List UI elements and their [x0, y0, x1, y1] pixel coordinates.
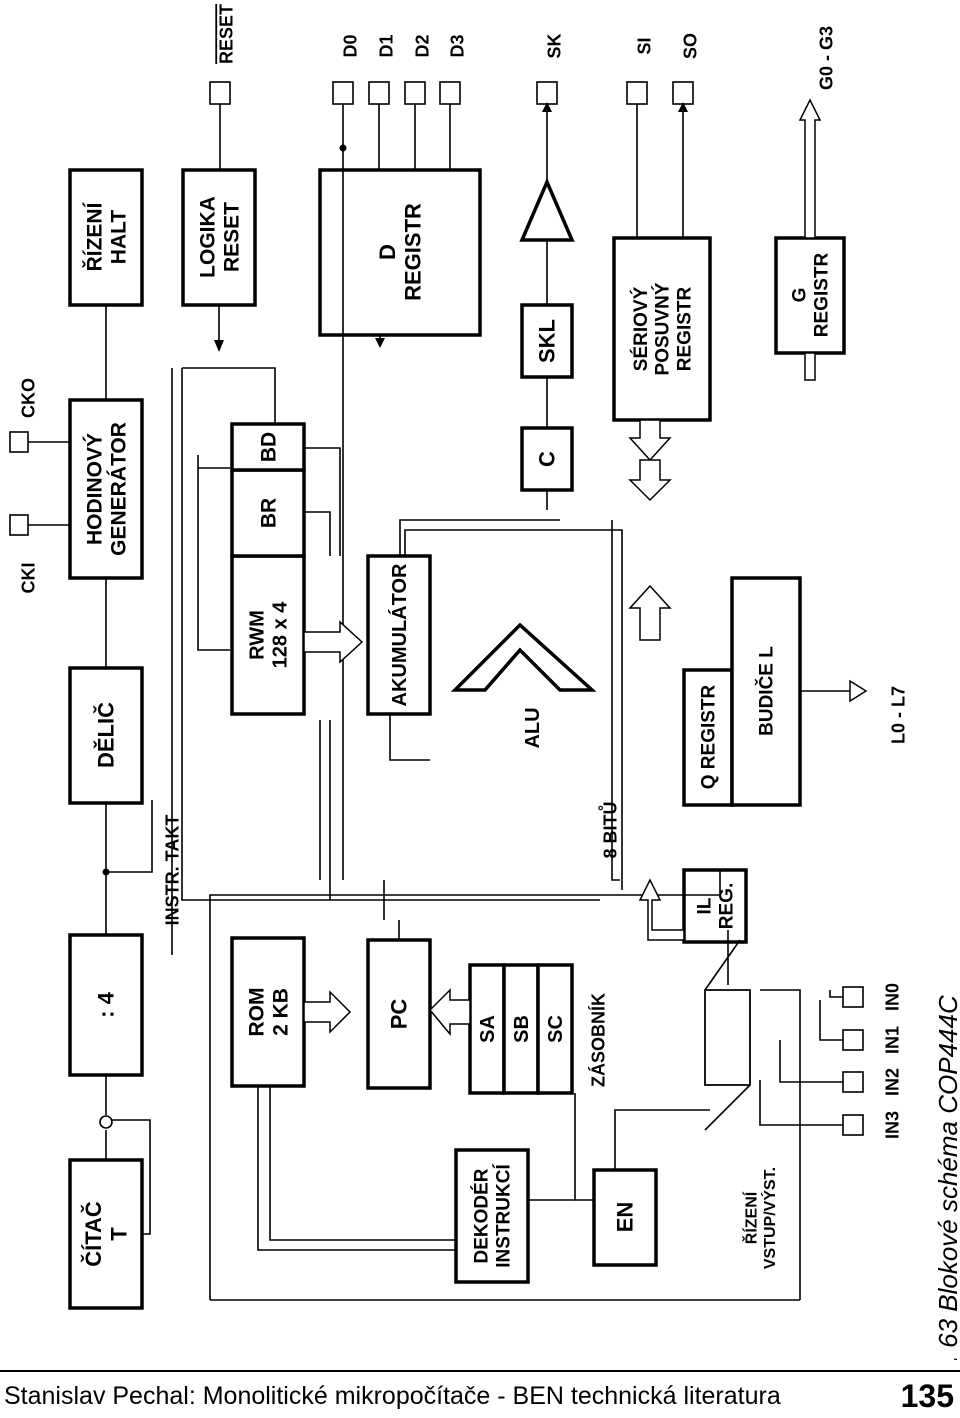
il-register-label: ILREG. — [695, 883, 738, 929]
skl-label: SKL — [535, 319, 560, 363]
d3-pad — [439, 81, 461, 105]
decoder-block: DEKODÉRINSTRUKCÍ — [454, 1148, 530, 1284]
stack-sc-block: SC — [536, 963, 574, 1095]
shift-register-block: SÉRIOVÝPOSUVNÝREGISTR — [612, 236, 712, 422]
cki-pad — [9, 514, 29, 536]
input-mux-shape — [704, 989, 751, 1086]
cko-label: CKO — [18, 378, 38, 418]
l-drivers-label: BUDIČE L — [756, 646, 778, 736]
in0-label: IN0 — [882, 983, 902, 1011]
en-block: EN — [592, 1168, 658, 1267]
bd-register-block: BD — [230, 422, 306, 472]
decoder-label: DEKODÉRINSTRUKCÍ — [471, 1164, 515, 1268]
divider-4-label: : 4 — [94, 991, 119, 1017]
d3-label: D3 — [447, 34, 467, 57]
figure-caption: Obr. 63 Blokové schéma COP444C — [933, 995, 960, 1360]
d-register-block: DREGISTR — [318, 168, 482, 337]
in2-pad — [842, 1071, 864, 1093]
instr-takt-label: INSTR. TAKT — [162, 815, 182, 926]
l-drivers-block: BUDIČE L — [730, 576, 802, 807]
divider-4-block: : 4 — [68, 933, 144, 1077]
stack-sb-label: SB — [511, 1015, 533, 1043]
footer-rule — [0, 1370, 960, 1372]
d0-label: D0 — [340, 34, 360, 57]
bits8-label: 8 BITŮ — [598, 801, 620, 858]
rwm-label: RWM128 x 4 — [247, 601, 292, 669]
in0-pad — [842, 986, 864, 1008]
rwm-block: RWM128 x 4 — [230, 554, 306, 716]
skl-block: SKL — [520, 303, 574, 379]
l-bus-label: L0 - L7 — [888, 686, 908, 744]
footer-citation: Stanislav Pechal: Monolitické mikropočít… — [4, 1382, 781, 1410]
clock-generator-block: HODINOVÝGENERÁTOR — [68, 398, 144, 580]
stack-sc-label: SC — [545, 1015, 567, 1043]
si-pad — [626, 81, 648, 105]
sk-driver-triangle — [519, 177, 575, 242]
rom-block: ROM2 KB — [230, 936, 306, 1088]
halt-control-label: ŘÍZENÍHALT — [82, 201, 130, 271]
in3-label: IN3 — [882, 1111, 902, 1139]
reset-logic-block: LOGIKARESET — [181, 168, 257, 307]
carry-label: C — [535, 451, 560, 467]
divider-label: DĚLIČ — [94, 702, 119, 768]
si-label: SI — [634, 37, 654, 54]
reset-pin-label: RESET — [216, 4, 236, 64]
reset-logic-label: LOGIKARESET — [196, 196, 243, 278]
q-register-label: Q REGISTR — [699, 684, 720, 789]
reset-pad — [209, 81, 231, 105]
block-diagram: ČÍTAČT : 4 DĚLIČ HODINOVÝGENERÁTOR ŘÍZEN… — [9, 4, 960, 1360]
stack-sa-block: SA — [468, 963, 506, 1095]
alu-shape — [450, 622, 597, 692]
pc-block: PC — [366, 938, 432, 1090]
g-bus-label: G0 - G3 — [816, 26, 836, 90]
so-label: SO — [680, 33, 700, 59]
d1-pad — [368, 81, 390, 105]
accumulator-label: AKUMULÁTOR — [388, 563, 411, 707]
d2-pad — [404, 81, 426, 105]
buses — [303, 98, 868, 1037]
d-register-label: DREGISTR — [375, 203, 425, 301]
counter-t-block: ČÍTAČT — [68, 1158, 144, 1310]
q-register-block: Q REGISTR — [682, 668, 734, 807]
rom-label: ROM2 KB — [245, 988, 292, 1037]
d0-pad — [332, 81, 354, 105]
br-register-block: BR — [230, 468, 306, 558]
d2-label: D2 — [412, 34, 432, 57]
clock-generator-label: HODINOVÝGENERÁTOR — [82, 422, 130, 556]
sk-label: SK — [544, 33, 564, 58]
in1-label: IN1 — [882, 1026, 902, 1054]
cko-pad — [9, 431, 29, 453]
in3-pad — [842, 1114, 864, 1136]
il-register-block: ILREG. — [682, 868, 748, 944]
in1-pad — [842, 1029, 864, 1051]
cki-label: CKI — [18, 563, 38, 594]
connections — [28, 102, 850, 1301]
g-register-block: GREGISTR — [774, 236, 846, 355]
so-pad — [672, 81, 694, 105]
alu-label: ALU — [522, 707, 544, 748]
en-label: EN — [613, 1202, 638, 1233]
br-register-label: BR — [257, 498, 280, 528]
in2-label: IN2 — [882, 1068, 902, 1096]
carry-block: C — [520, 426, 574, 492]
sk-pad — [536, 81, 558, 105]
stack-label: ZÁSOBNÍK — [587, 993, 608, 1087]
shift-register-label: SÉRIOVÝPOSUVNÝREGISTR — [630, 282, 696, 375]
pc-label: PC — [387, 999, 412, 1030]
accumulator-block: AKUMULÁTOR — [366, 554, 432, 716]
d1-label: D1 — [376, 34, 396, 57]
stack-sa-label: SA — [477, 1015, 499, 1043]
page-footer: Stanislav Pechal: Monolitické mikropočít… — [0, 1360, 960, 1418]
stack-sb-block: SB — [502, 963, 540, 1095]
g-register-label: GREGISTR — [790, 252, 833, 337]
halt-control-block: ŘÍZENÍHALT — [68, 168, 144, 307]
divider-block: DĚLIČ — [68, 666, 144, 805]
bd-register-label: BD — [257, 432, 280, 462]
io-control-label: ŘÍZENÍVSTUP/VÝST. — [741, 1167, 778, 1269]
page-number: 135 — [900, 1378, 954, 1414]
counter-t-label: ČÍTAČT — [81, 1201, 131, 1267]
